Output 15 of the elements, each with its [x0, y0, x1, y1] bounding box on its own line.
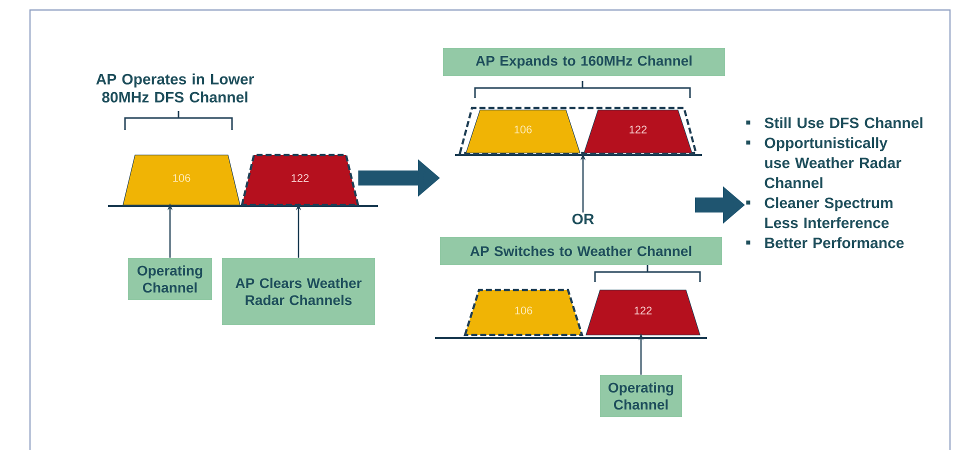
bullet-list: Still Use DFS Channel Opportunistically use Weather Radar Channel Cleaner Spectrum Less Interference Better Performance [746, 117, 922, 248]
label-box: Operating Channel [128, 258, 212, 300]
channel-trapezoid: 106 [464, 288, 584, 336]
channel-trapezoid: 106 [122, 154, 240, 206]
label-box: AP Clears Weather Radar Channels [222, 258, 375, 325]
or-text: OR [572, 214, 594, 224]
dashed-outline [458, 106, 698, 154]
heading-text: AP Operates in Lower 80MHz DFS Channel [96, 73, 254, 102]
channel-trapezoid: 106 [466, 110, 580, 154]
channel-trapezoid: 122 [240, 154, 360, 206]
label-box: Operating Channel [600, 375, 682, 417]
channel-trapezoid: 122 [586, 290, 700, 336]
label-box: AP Switches to Weather Channel [440, 237, 722, 265]
label-box: AP Expands to 160MHz Channel [443, 48, 725, 76]
channel-trapezoid: 122 [584, 110, 692, 154]
